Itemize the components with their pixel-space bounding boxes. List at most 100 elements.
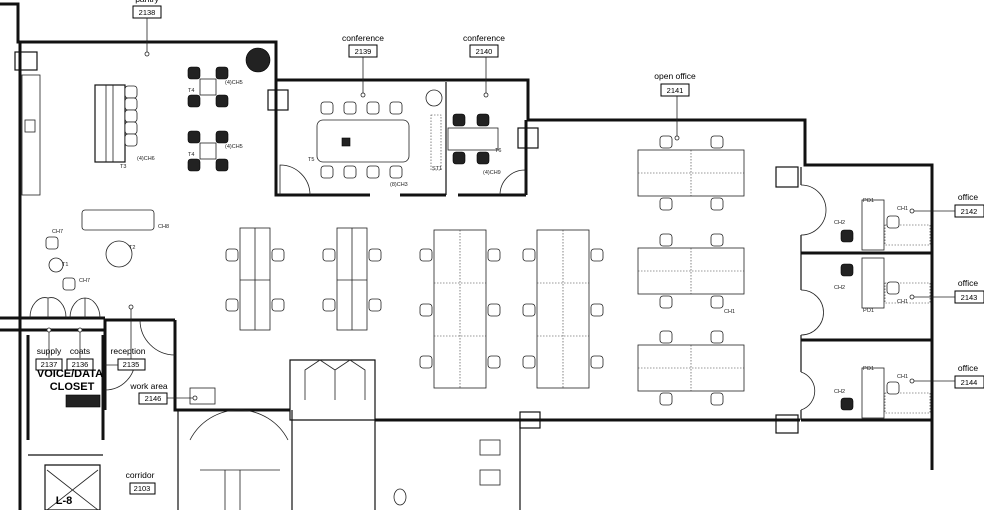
chair-icon <box>45 236 59 250</box>
chair-icon <box>225 248 239 262</box>
plant-icon <box>425 89 443 107</box>
chair-icon <box>487 303 501 317</box>
chair-icon <box>522 248 536 262</box>
chair-icon <box>590 248 604 262</box>
sofa-ch8 <box>81 209 155 231</box>
room-name-pantry: pantry <box>135 0 159 4</box>
chair-icon <box>215 66 229 80</box>
tag-ch9: (4)CH9 <box>483 170 501 176</box>
tag-ch6: (4)CH6 <box>137 156 155 162</box>
credenza <box>884 282 931 304</box>
chair-icon <box>322 248 336 262</box>
desk-divider <box>337 228 367 330</box>
furniture-tags: T3 (4)CH6 T4 (4)CH5 T4 (4)CH5 CH8 CH7 T1… <box>52 80 908 395</box>
plant-icon <box>245 47 271 73</box>
chair-icon <box>225 298 239 312</box>
chair-icon <box>343 101 357 115</box>
chair-icon <box>389 101 403 115</box>
chair-icon <box>476 151 490 165</box>
workstation-panel <box>434 230 486 388</box>
chair-icon <box>124 133 138 147</box>
tag-po1: PO1 <box>863 366 874 372</box>
tag-ch1: CH1 <box>724 309 735 315</box>
tag-t6: T6 <box>495 148 501 154</box>
chair-icon <box>487 355 501 369</box>
conference-table-t5 <box>316 119 410 163</box>
tag-ch1: CH1 <box>897 206 908 212</box>
chair-icon <box>476 113 490 127</box>
workstation-panel <box>638 248 744 294</box>
chair-icon <box>366 101 380 115</box>
chair-icon <box>452 151 466 165</box>
closet-label-line1: VOICE/DATA <box>37 368 103 380</box>
room-name-work-area: work area <box>129 381 168 391</box>
chair-icon <box>659 135 673 149</box>
tag-ch3: (8)CH3 <box>390 182 408 188</box>
chair-icon <box>710 392 724 406</box>
closet-label-line2: CLOSET <box>50 381 95 393</box>
chair-icon <box>215 158 229 172</box>
table-t1 <box>48 257 64 273</box>
cafe-table-t4 <box>199 78 217 96</box>
credenza <box>884 392 931 414</box>
chair-icon <box>322 298 336 312</box>
tag-ch1: CH1 <box>897 374 908 380</box>
chair-icon <box>886 281 900 295</box>
room-number-2140: 2140 <box>476 47 493 56</box>
chair-icon <box>368 298 382 312</box>
tag-ch7: CH7 <box>79 278 90 284</box>
workstation-panel <box>537 230 589 388</box>
chair-icon <box>271 298 285 312</box>
chair-icon <box>710 197 724 211</box>
network-rack <box>65 394 101 408</box>
tag-t4: T4 <box>188 152 194 158</box>
room-number-2135: 2135 <box>123 360 140 369</box>
room-number-2143: 2143 <box>961 293 978 302</box>
toilet-icon <box>393 488 407 506</box>
chair-icon <box>419 248 433 262</box>
chair-icon <box>590 355 604 369</box>
tag-st1: ST1 <box>432 166 442 172</box>
chair-icon <box>522 303 536 317</box>
room-labels: pantry 2138 conference 2139 conference 2… <box>35 0 984 507</box>
chair-icon <box>590 303 604 317</box>
tag-t5: T5 <box>308 157 314 163</box>
tag-t4: T4 <box>188 88 194 94</box>
chair-icon <box>368 248 382 262</box>
elevator-label: L-8 <box>56 495 73 507</box>
storage-st1 <box>430 114 442 171</box>
chair-icon <box>187 66 201 80</box>
chair-icon <box>343 165 357 179</box>
furniture <box>45 47 931 506</box>
chair-icon <box>487 248 501 262</box>
chair-icon <box>62 277 76 291</box>
chair-icon <box>271 248 285 262</box>
chair-icon <box>659 233 673 247</box>
room-number-2139: 2139 <box>355 47 372 56</box>
chair-icon <box>215 130 229 144</box>
chair-icon <box>659 330 673 344</box>
room-number-2141: 2141 <box>667 86 684 95</box>
pantry-island-t3 <box>94 84 126 163</box>
chair-icon <box>710 135 724 149</box>
tag-ch2: CH2 <box>834 220 845 226</box>
tag-ch5: (4)CH5 <box>225 80 243 86</box>
private-office-desk-po1 <box>861 257 885 309</box>
chair-icon <box>840 263 854 277</box>
private-office-desk-po1 <box>861 367 885 419</box>
chair-icon <box>320 165 334 179</box>
room-name-office: office <box>958 192 978 202</box>
room-number-2136: 2136 <box>72 360 89 369</box>
room-number-2138: 2138 <box>139 8 156 17</box>
chair-icon <box>710 330 724 344</box>
tag-ch2: CH2 <box>834 389 845 395</box>
chair-icon <box>659 197 673 211</box>
walls <box>0 2 934 510</box>
tag-t1: T1 <box>62 262 68 268</box>
room-name-conference: conference <box>342 33 384 43</box>
workstation-panel <box>638 150 744 196</box>
workstation-panel <box>638 345 744 391</box>
table-t2 <box>105 240 133 268</box>
chair-icon <box>710 295 724 309</box>
chair-icon <box>419 303 433 317</box>
